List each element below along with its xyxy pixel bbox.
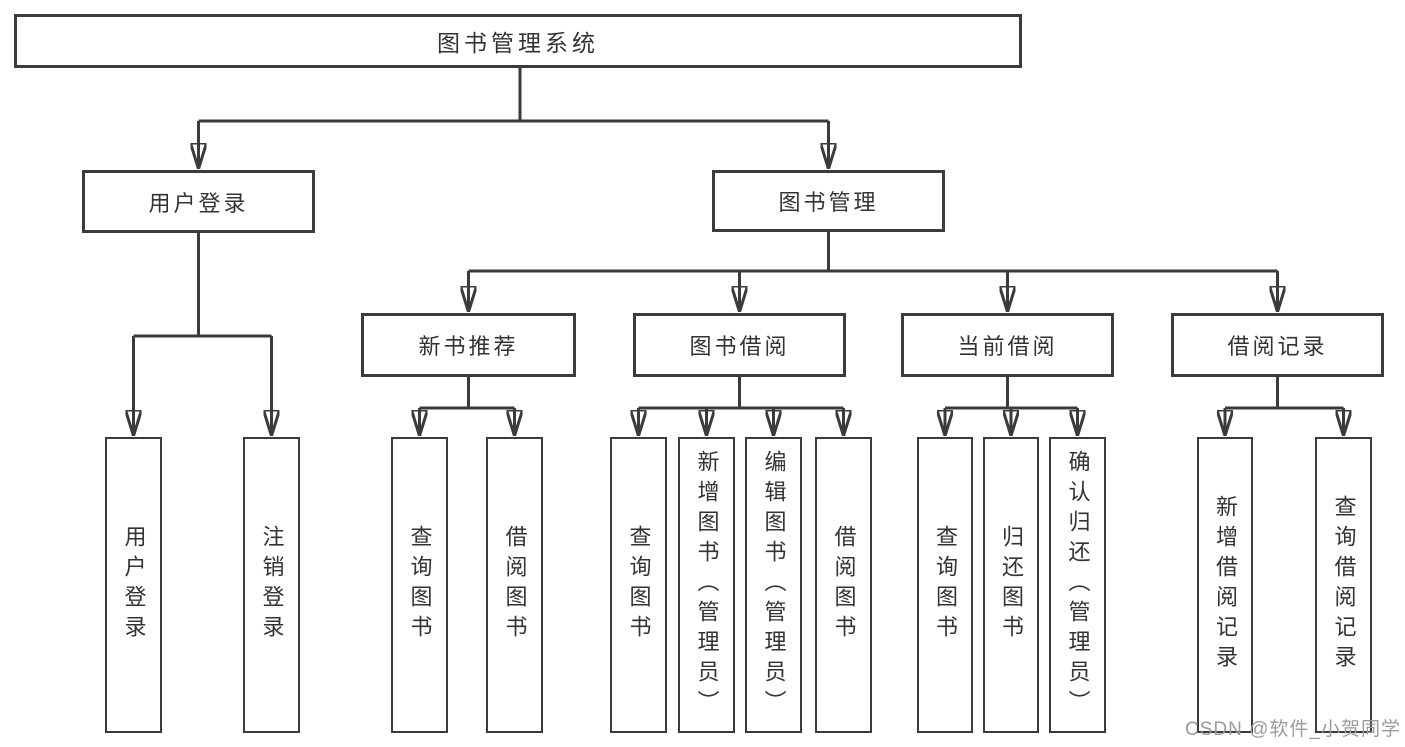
connector-user-login-to-leaves — [134, 233, 272, 435]
node-leaf-edit-book: 编辑图书（管理员） — [745, 437, 802, 733]
node-leaf-borrow-book-1: 借阅图书 — [486, 437, 543, 733]
node-root: 图书管理系统 — [14, 14, 1022, 68]
csdn-watermark: CSDN @软件_小贺同学 — [1185, 719, 1401, 740]
connector-book-mgmt-to-level3 — [469, 232, 1278, 311]
node-book-mgmt: 图书管理 — [712, 170, 945, 232]
connector-book-borrow-to-leaves — [639, 377, 844, 435]
connector-new-book-rec-to-leaves — [420, 377, 515, 435]
node-leaf-borrow-book-2: 借阅图书 — [815, 437, 872, 733]
node-leaf-confirm-return: 确认归还（管理员） — [1049, 437, 1106, 733]
node-leaf-query-book-1: 查询图书 — [391, 437, 448, 733]
node-leaf-query-book-2: 查询图书 — [610, 437, 667, 733]
node-leaf-query-record: 查询借阅记录 — [1315, 437, 1372, 733]
node-leaf-return-book: 归还图书 — [983, 437, 1039, 733]
node-book-borrow: 图书借阅 — [633, 313, 846, 377]
connector-current-borrow-to-leaves — [945, 377, 1078, 435]
node-borrow-records: 借阅记录 — [1171, 313, 1384, 377]
node-leaf-add-record: 新增借阅记录 — [1197, 437, 1253, 733]
node-user-login: 用户登录 — [82, 170, 315, 233]
node-leaf-logout: 注销登录 — [243, 437, 300, 733]
node-leaf-user-login: 用户登录 — [105, 437, 162, 733]
connector-borrow-records-to-leaves — [1225, 377, 1344, 435]
node-new-book-rec: 新书推荐 — [361, 313, 576, 377]
node-current-borrow: 当前借阅 — [901, 313, 1114, 377]
connector-root-to-level2 — [199, 68, 829, 168]
node-leaf-add-book: 新增图书（管理员） — [678, 437, 735, 733]
node-leaf-query-book-3: 查询图书 — [917, 437, 973, 733]
